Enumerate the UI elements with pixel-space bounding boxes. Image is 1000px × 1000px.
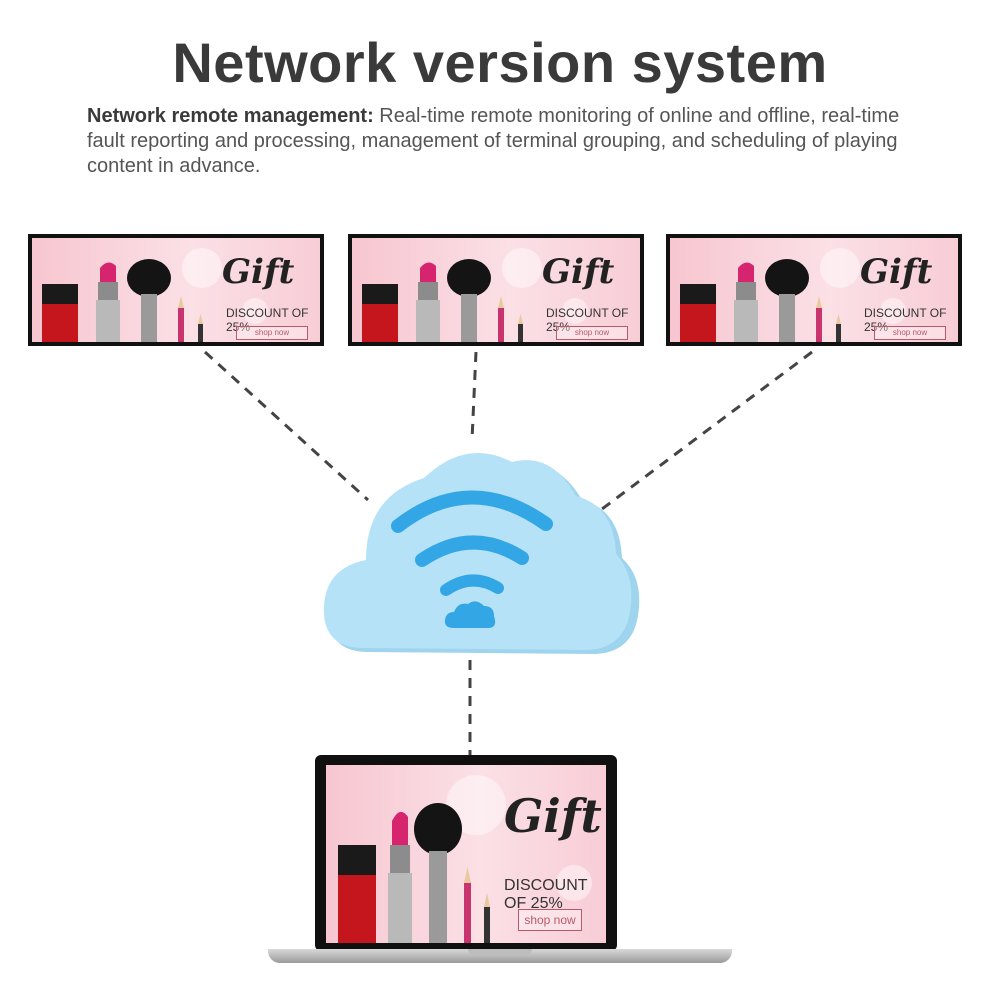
cosmetics-graphic [42,259,203,342]
laptop-screen: Gift DISCOUNT OF 25% shop now [315,755,617,951]
description-text: Real-time remote monitoring of online an… [87,105,900,177]
shop-now-button[interactable]: shop now [236,326,308,340]
laptop: Gift DISCOUNT OF 25% shop now [268,755,732,970]
gift-text: Gift [504,789,602,843]
discount-text: DISCOUNT OF 25% [864,306,947,334]
display-left: Gift DISCOUNT OF 25% shop now [28,234,324,346]
cloud-icon [323,453,640,654]
laptop-base [268,949,732,963]
ad-banner: Gift DISCOUNT OF 25% shop now [352,238,640,342]
gift-text: Gift [222,252,295,292]
shop-now-button[interactable]: shop now [874,326,946,340]
discount-text: DISCOUNT OF 25% [546,306,629,334]
discount-text: DISCOUNT OF 25% [226,306,309,334]
ad-banner: Gift DISCOUNT OF 25% shop now [326,765,606,943]
discount-text: DISCOUNT OF 25% [504,877,588,912]
description-label: Network remote management: [87,105,374,127]
wire-middle [470,351,478,441]
wifi-icon [391,490,553,596]
wire-right [597,350,813,514]
wire-left [203,350,370,502]
cosmetics-graphic [338,803,490,943]
ad-banner: Gift DISCOUNT OF 25% shop now [670,238,958,342]
ad-banner: Gift DISCOUNT OF 25% shop now [32,238,320,342]
gift-text: Gift [542,252,615,292]
page-title: Network version system [172,31,828,94]
small-cloud-icon [444,601,496,628]
cosmetics-graphic [680,259,841,342]
cosmetics-graphic [362,259,523,342]
shop-now-button[interactable]: shop now [518,909,582,931]
display-right: Gift DISCOUNT OF 25% shop now [666,234,962,346]
description: Network remote management: Real-time rem… [87,104,937,179]
display-middle: Gift DISCOUNT OF 25% shop now [348,234,644,346]
laptop-notch [468,949,532,955]
shop-now-button[interactable]: shop now [556,326,628,340]
gift-text: Gift [860,252,933,292]
